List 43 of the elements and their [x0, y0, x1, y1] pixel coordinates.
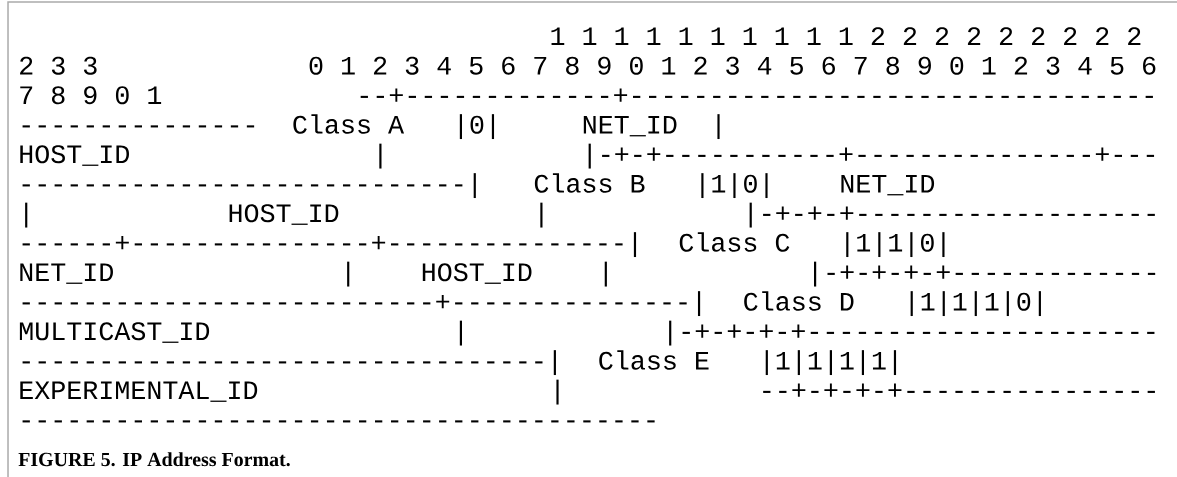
- class-label: Class D: [744, 291, 854, 311]
- figure-caption: FIGURE 5. IP Address Format.: [18, 452, 290, 467]
- bit-numbers: 7 8 9 0 1: [20, 86, 162, 105]
- ascii-separator: |: [604, 261, 607, 287]
- field-label: NET_ID: [841, 174, 935, 196]
- ascii-border: --+-+-+-+----------------: [763, 383, 1155, 397]
- class-label: Class C: [679, 232, 790, 252]
- ascii-separator: |: [459, 320, 462, 346]
- field-label: HOST_ID: [20, 145, 129, 166]
- ascii-border: ----------------------------------------: [22, 420, 655, 423]
- class-label: Class A: [293, 114, 405, 134]
- ascii-separator: |: [379, 143, 382, 169]
- bit-numbers: 1 1 1 1 1 1 1 1 1 1 2 2 2 2 2 2 2 2 2: [551, 27, 1141, 45]
- ascii-border: |-+-+-----------+---------------+---: [588, 143, 1155, 169]
- class-label: Class E: [599, 350, 709, 370]
- field-label: MULTICAST_ID: [19, 322, 210, 343]
- ascii-border: ---------------: [22, 125, 255, 128]
- class-bits: |1|1|1|1|: [765, 350, 897, 376]
- class-bits: |1|1|0|: [846, 232, 945, 258]
- ascii-border: --+-------------+---------------------------------: [360, 88, 1153, 102]
- field-label: NET_ID: [583, 115, 677, 137]
- ascii-border: ------+---------------+---------------|: [22, 232, 637, 258]
- field-label: HOST_ID: [229, 204, 339, 225]
- ascii-border: --------------------------+---------------|: [22, 291, 701, 317]
- class-bits: |1|1|1|0|: [910, 291, 1041, 317]
- class-bits: |0|: [459, 114, 495, 140]
- field-label: NET_ID: [20, 263, 113, 284]
- ascii-border: ----------------------------|: [22, 173, 476, 199]
- ascii-border: |-+-+-+-+-------------: [814, 261, 1156, 287]
- class-bits: |1|0|: [701, 173, 768, 199]
- ascii-separator: |: [717, 114, 720, 140]
- ascii-separator: |: [347, 261, 350, 287]
- field-label: EXPERIMENTAL_ID: [20, 381, 258, 402]
- ascii-separator: |: [25, 202, 28, 228]
- bit-numbers: 2 3 3: [20, 56, 97, 75]
- ascii-border: |-+-+-+-------------------: [749, 202, 1155, 228]
- class-label: Class B: [534, 173, 645, 193]
- ascii-separator: |: [556, 379, 559, 405]
- field-label: HOST_ID: [422, 263, 532, 284]
- ascii-separator: |: [540, 202, 543, 228]
- ascii-border: |-+-+-+-+----------------------: [669, 320, 1155, 346]
- ascii-border: ---------------------------------|: [22, 350, 556, 376]
- bit-numbers: 0 1 2 3 4 5 6 7 8 9 0 1 2 3 4 5 6 7 8 9 0 1 2 3 4 5 6: [309, 56, 1156, 75]
